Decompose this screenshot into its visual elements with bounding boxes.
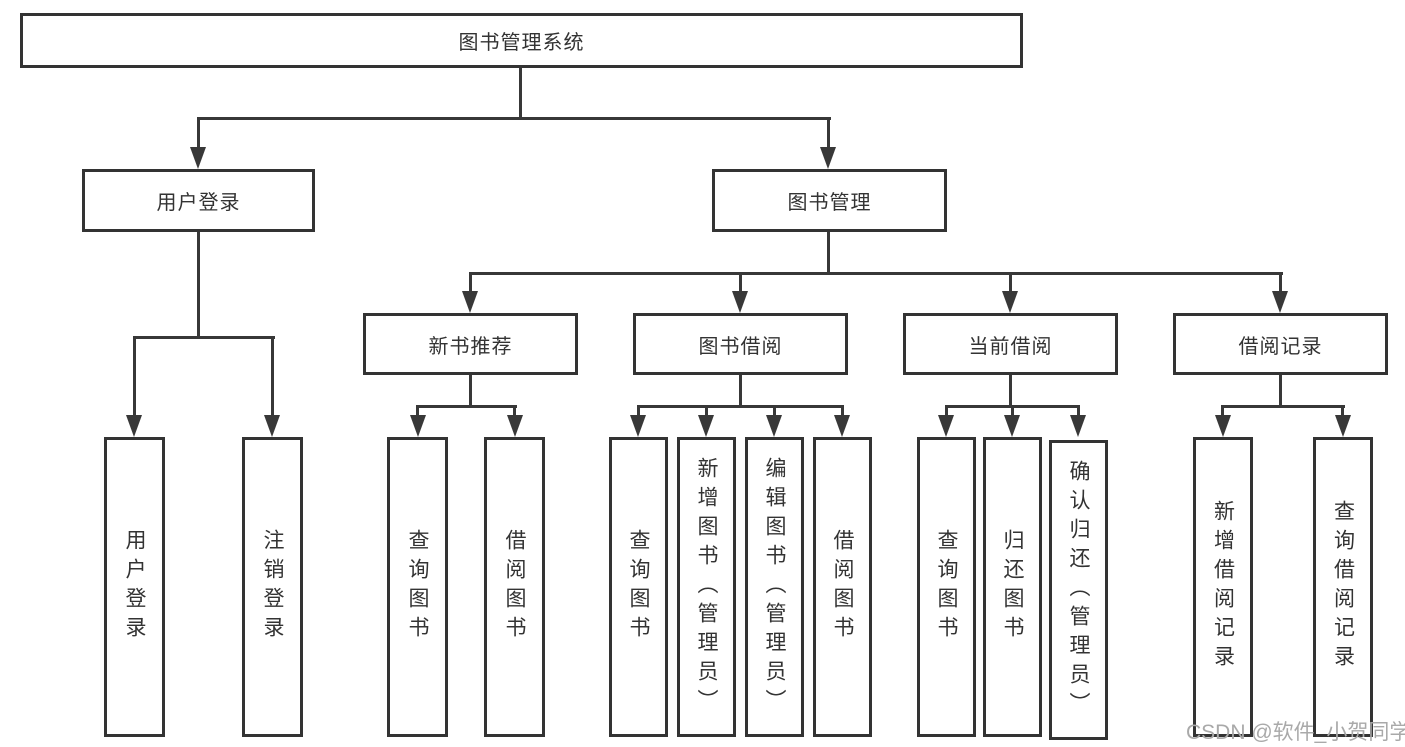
connector-stem-borrow-leaf2 xyxy=(705,405,708,417)
connector-stem-current-leaf1 xyxy=(945,405,948,417)
arrowhead-records-leaf1 xyxy=(1215,415,1231,437)
connector-stem-borrow-leaf3 xyxy=(773,405,776,417)
connector-stem-leaf-login xyxy=(133,336,136,416)
leaf-return-books-label: 归还图书 xyxy=(1001,529,1024,645)
leaf-recommend-query-books: 查询图书 xyxy=(387,437,448,737)
connector-stem-leaf-logout xyxy=(271,336,274,416)
arrowhead-current-leaf3 xyxy=(1070,415,1086,437)
leaf-confirm-return-admin-label: 确认归还（管理员） xyxy=(1067,459,1090,721)
node-library-system-label: 图书管理系统 xyxy=(458,32,585,54)
arrowhead-user-login xyxy=(190,147,206,169)
connector-stem-recommend-leaf1 xyxy=(416,405,419,417)
node-new-book-recommend-label: 新书推荐 xyxy=(428,335,513,358)
arrowhead-leaf-login xyxy=(126,415,142,437)
node-book-borrow: 图书借阅 xyxy=(633,313,848,375)
connector-stem-book-management xyxy=(827,117,830,149)
connector-records-stem xyxy=(1279,375,1282,407)
connector-stem-records-leaf1 xyxy=(1221,405,1224,417)
watermark: CSDN @软件_小贺同学 xyxy=(1186,721,1405,744)
arrowhead-recommend-leaf1 xyxy=(410,415,426,437)
leaf-logout-label: 注销登录 xyxy=(261,529,284,645)
leaf-logout: 注销登录 xyxy=(242,437,303,737)
leaf-edit-book-admin: 编辑图书（管理员） xyxy=(745,437,804,737)
connector-stem-borrow xyxy=(739,272,742,294)
arrowhead-borrow-leaf4 xyxy=(834,415,850,437)
connector-stem-recommend xyxy=(469,272,472,294)
arrowhead-borrow-leaf3 xyxy=(766,415,782,437)
connector-stem-recommend-leaf2 xyxy=(513,405,516,417)
leaf-current-query-books-label: 查询图书 xyxy=(935,529,958,645)
arrowhead-current xyxy=(1002,291,1018,313)
connector-book-management-stem xyxy=(827,232,830,272)
leaf-borrow-query-books: 查询图书 xyxy=(609,437,668,737)
leaf-user-login: 用户登录 xyxy=(104,437,165,737)
leaf-recommend-query-books-label: 查询图书 xyxy=(406,529,429,645)
connector-borrow-crossbar xyxy=(637,405,844,408)
arrowhead-borrow-leaf2 xyxy=(698,415,714,437)
leaf-recommend-borrow-books: 借阅图书 xyxy=(484,437,545,737)
leaf-recommend-borrow-books-label: 借阅图书 xyxy=(503,529,526,645)
connector-stem-current-leaf2 xyxy=(1011,405,1014,417)
connector-recommend-crossbar xyxy=(416,405,517,408)
connector-stem-borrow-leaf4 xyxy=(841,405,844,417)
node-user-login-label: 用户登录 xyxy=(156,192,241,214)
arrowhead-leaf-logout xyxy=(264,415,280,437)
arrowhead-current-leaf1 xyxy=(938,415,954,437)
node-book-management: 图书管理 xyxy=(712,169,947,232)
node-user-login: 用户登录 xyxy=(82,169,315,232)
connector-stem-user-login xyxy=(197,117,200,149)
connector-root-crossbar xyxy=(197,117,831,120)
connector-current-stem xyxy=(1009,375,1012,407)
leaf-borrow-books-label: 借阅图书 xyxy=(831,529,854,645)
arrowhead-records xyxy=(1272,291,1288,313)
node-current-borrow: 当前借阅 xyxy=(903,313,1118,375)
connector-user-login-stem xyxy=(197,232,200,336)
leaf-return-books: 归还图书 xyxy=(983,437,1042,737)
arrowhead-borrow xyxy=(732,291,748,313)
leaf-add-borrow-record: 新增借阅记录 xyxy=(1193,437,1253,737)
node-borrow-records: 借阅记录 xyxy=(1173,313,1388,375)
leaf-add-book-admin-label: 新增图书（管理员） xyxy=(695,456,718,718)
arrowhead-book-management xyxy=(820,147,836,169)
connector-stem-current-leaf3 xyxy=(1077,405,1080,417)
leaf-confirm-return-admin: 确认归还（管理员） xyxy=(1049,440,1108,740)
arrowhead-borrow-leaf1 xyxy=(630,415,646,437)
arrowhead-recommend-leaf2 xyxy=(507,415,523,437)
connector-user-login-crossbar xyxy=(133,336,275,339)
connector-stem-borrow-leaf1 xyxy=(637,405,640,417)
connector-recommend-stem xyxy=(469,375,472,407)
leaf-borrow-query-books-label: 查询图书 xyxy=(627,529,650,645)
connector-records-crossbar xyxy=(1221,405,1345,408)
node-new-book-recommend: 新书推荐 xyxy=(363,313,578,375)
connector-stem-current xyxy=(1009,272,1012,294)
node-book-management-label: 图书管理 xyxy=(787,192,872,214)
node-library-system: 图书管理系统 xyxy=(20,13,1023,68)
leaf-current-query-books: 查询图书 xyxy=(917,437,976,737)
leaf-edit-book-admin-label: 编辑图书（管理员） xyxy=(763,456,786,718)
connector-root-stem xyxy=(519,68,522,117)
node-book-borrow-label: 图书借阅 xyxy=(698,335,783,358)
connector-book-management-crossbar xyxy=(469,272,1283,275)
node-current-borrow-label: 当前借阅 xyxy=(968,335,1053,358)
leaf-query-borrow-record-label: 查询借阅记录 xyxy=(1331,500,1355,674)
node-borrow-records-label: 借阅记录 xyxy=(1238,335,1323,358)
leaf-add-book-admin: 新增图书（管理员） xyxy=(677,437,736,737)
leaf-add-borrow-record-label: 新增借阅记录 xyxy=(1211,500,1235,674)
arrowhead-records-leaf2 xyxy=(1335,415,1351,437)
connector-borrow-stem xyxy=(739,375,742,407)
connector-stem-records-leaf2 xyxy=(1341,405,1344,417)
leaf-borrow-books: 借阅图书 xyxy=(813,437,872,737)
leaf-query-borrow-record: 查询借阅记录 xyxy=(1313,437,1373,737)
arrowhead-recommend xyxy=(462,291,478,313)
connector-stem-records xyxy=(1279,272,1282,294)
arrowhead-current-leaf2 xyxy=(1004,415,1020,437)
leaf-user-login-label: 用户登录 xyxy=(123,529,146,645)
